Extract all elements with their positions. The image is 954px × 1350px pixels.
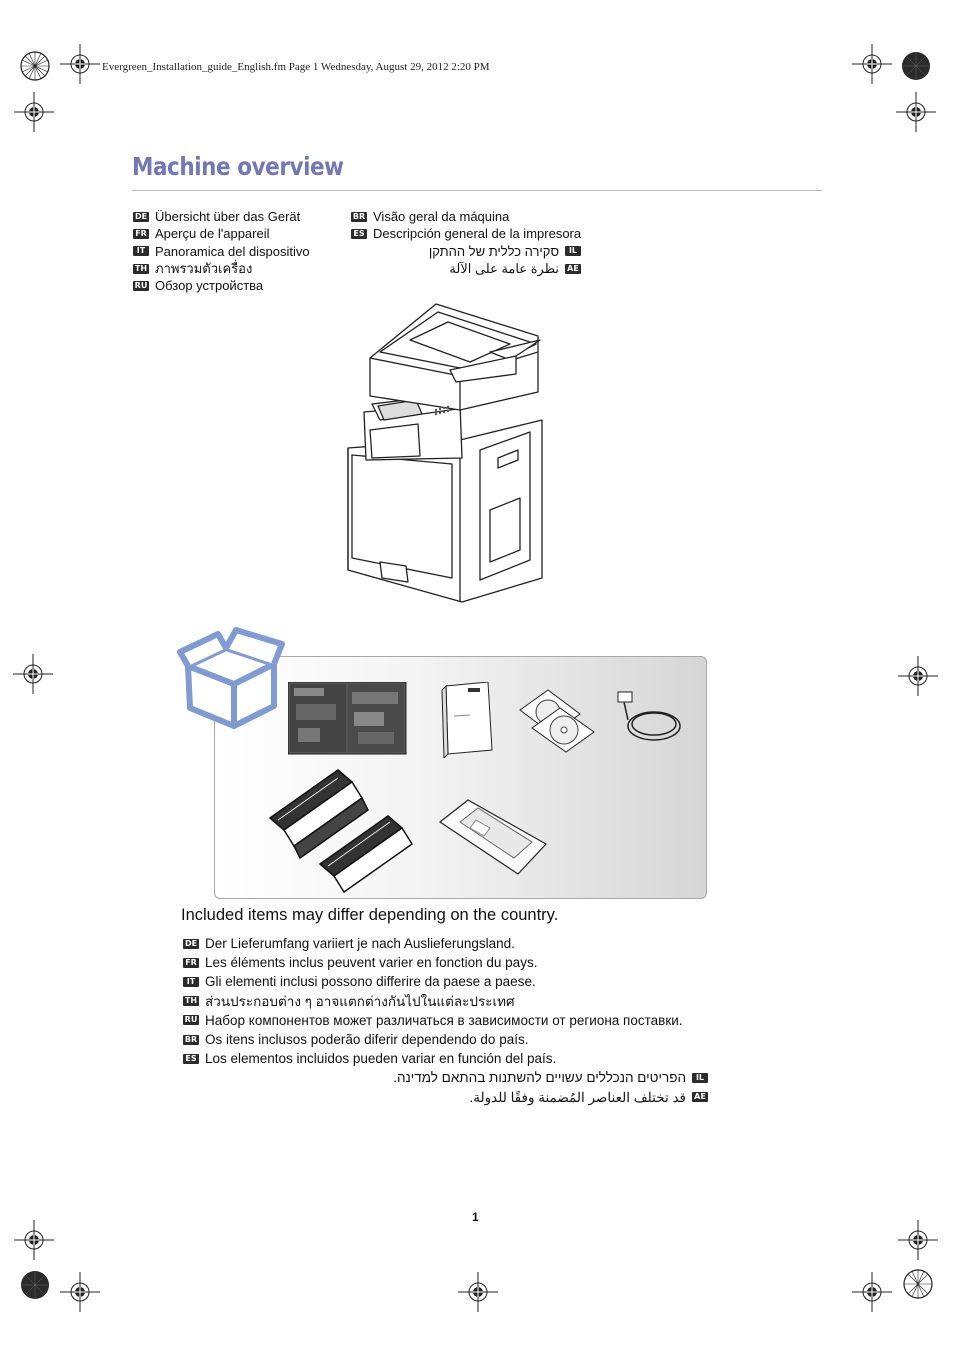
language-badge: ES	[183, 1053, 199, 1064]
note-item: הפריטים הנכללים עשויים להשתנות בהתאם למד…	[183, 1068, 708, 1087]
toner-cartridges-icon	[268, 769, 414, 894]
note-text: Gli elementi inclusi possono differire d…	[205, 974, 536, 990]
page-number: 1	[472, 1210, 479, 1224]
language-badge: DE	[133, 211, 149, 222]
note-text: Набор компонентов может различаться в за…	[205, 1012, 683, 1028]
language-item: ES Descripción general de la impresora	[351, 225, 581, 242]
language-badge: IL	[565, 246, 581, 257]
language-item: DE Übersicht über das Gerät	[133, 208, 310, 225]
language-badge: FR	[133, 228, 149, 239]
language-text: Обзор устройства	[155, 278, 264, 294]
crosshair-icon	[60, 44, 100, 84]
included-items-note: Included items may differ depending on t…	[181, 906, 559, 924]
language-badge: IL	[692, 1073, 708, 1084]
power-cord-icon	[617, 691, 681, 741]
crosshair-icon	[14, 92, 54, 132]
crosshair-icon	[852, 44, 892, 84]
language-text: Übersicht über das Gerät	[155, 209, 301, 224]
registration-dark-mark-icon	[21, 1271, 49, 1299]
note-item: FR Les éléments inclus peuvent varier en …	[183, 953, 708, 972]
language-item: IT Panoramica del dispositivo	[133, 243, 310, 260]
language-badge: AE	[692, 1092, 708, 1103]
crosshair-icon	[896, 92, 936, 132]
language-badge: BR	[351, 211, 367, 222]
registration-mark-icon	[20, 51, 50, 81]
language-item: TH ภาพรวมตัวเครื่อง	[133, 260, 310, 277]
note-text: Los elementos incluidos pueden variar en…	[205, 1051, 557, 1067]
language-item: RU Обзор устройства	[133, 277, 310, 294]
quick-guide-icon	[288, 682, 407, 755]
crosshair-icon	[458, 1272, 498, 1312]
note-text: Les éléments inclus peuvent varier en fo…	[205, 955, 538, 971]
note-item: DE Der Lieferumfang variiert je nach Ausl…	[183, 934, 708, 953]
note-text: قد تختلف العناصر المُضمنة وفقًا للدولة.	[469, 1089, 686, 1105]
language-badge: DE	[183, 938, 199, 949]
registration-dark-mark-icon	[902, 52, 930, 80]
included-notes-list: DE Der Lieferumfang variiert je nach Ausl…	[183, 934, 708, 1107]
crosshair-icon	[852, 1272, 892, 1312]
language-item: FR Aperçu de l'appareil	[133, 225, 310, 242]
note-text: Os itens inclusos poderão diferir depend…	[205, 1032, 529, 1048]
crosshair-icon	[14, 1220, 54, 1260]
language-item: סקירה כללית של ההתקן IL	[351, 243, 581, 260]
accessory-bag-icon	[438, 799, 547, 875]
title-divider	[132, 190, 822, 191]
language-badge: TH	[183, 996, 199, 1007]
printer-illustration	[347, 303, 543, 603]
language-badge: AE	[565, 263, 581, 274]
note-text: Der Lieferumfang variiert je nach Auslie…	[205, 936, 515, 951]
language-badge: IT	[183, 977, 199, 987]
note-item: RU Набор компонентов может различаться в …	[183, 1011, 708, 1030]
box-icon	[177, 627, 285, 729]
language-badge: IT	[133, 246, 149, 257]
language-badge: FR	[183, 957, 199, 968]
language-text: ภาพรวมตัวเครื่อง	[155, 260, 253, 276]
note-item: IT Gli elementi inclusi possono differire…	[183, 972, 708, 991]
language-text: סקירה כללית של ההתקן	[428, 243, 559, 259]
crosshair-icon	[898, 1220, 938, 1260]
crosshair-icon	[898, 656, 938, 696]
crosshair-icon	[13, 654, 53, 694]
note-text: ส่วนประกอบต่าง ๆ อาจแตกต่างกันไปในแต่ละป…	[205, 993, 515, 1009]
language-text: Descripción general de la impresora	[373, 226, 582, 242]
note-item: قد تختلف العناصر المُضمنة وفقًا للدولة. A…	[183, 1088, 708, 1107]
language-list-right: BR Visão geral da máquina ES Descripción g…	[351, 208, 581, 277]
language-badge: RU	[183, 1015, 199, 1026]
note-item: TH ส่วนประกอบต่าง ๆ อาจแตกต่างกันไปในแต่ล…	[183, 992, 708, 1011]
crosshair-icon	[60, 1272, 100, 1312]
registration-mark-icon	[903, 1269, 933, 1299]
language-text: Panoramica del dispositivo	[155, 243, 310, 259]
language-text: نظرة عامة على الآلة	[449, 260, 559, 276]
language-list-left: DE Übersicht über das Gerät FR Aperçu de l…	[133, 208, 310, 294]
language-item: BR Visão geral da máquina	[351, 208, 581, 225]
note-text: הפריטים הנכללים עשויים להשתנות בהתאם למד…	[393, 1070, 686, 1086]
page-title: Machine overview	[132, 152, 344, 181]
note-item: ES Los elementos incluidos pueden variar …	[183, 1049, 708, 1068]
language-badge: BR	[183, 1034, 199, 1045]
software-cd-icon	[519, 689, 595, 753]
language-badge: RU	[133, 280, 149, 291]
file-info-header: Evergreen_Installation_guide_English.fm …	[102, 61, 490, 73]
language-text: Aperçu de l'appareil	[155, 226, 270, 242]
language-item: نظرة عامة على الآلة AE	[351, 260, 581, 277]
language-text: Visão geral da máquina	[373, 209, 510, 224]
manual-icon	[441, 682, 493, 758]
note-item: BR Os itens inclusos poderão diferir depe…	[183, 1030, 708, 1049]
language-badge: ES	[351, 228, 367, 239]
language-badge: TH	[133, 263, 149, 274]
